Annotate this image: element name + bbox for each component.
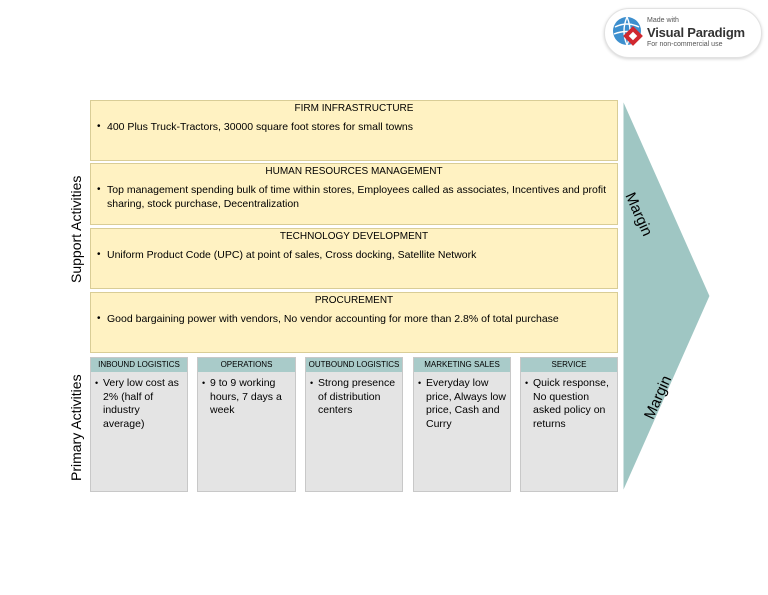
watermark-made-with: Made with xyxy=(647,17,679,24)
watermark-brand: Visual Paradigm xyxy=(647,25,745,40)
human-resources-box: HUMAN RESOURCES MANAGEMENT Top managemen… xyxy=(90,163,618,225)
procurement-box: PROCUREMENT Good bargaining power with v… xyxy=(90,292,618,353)
outbound-logistics-title: OUTBOUND LOGISTICS xyxy=(306,358,402,372)
service-item: Quick response, No question asked policy… xyxy=(525,377,613,431)
margin-arrow xyxy=(622,100,711,493)
inbound-logistics-title: INBOUND LOGISTICS xyxy=(91,358,187,372)
support-activities-label: Support Activities xyxy=(68,175,84,283)
marketing-sales-box: MARKETING SALES Everyday low price, Alwa… xyxy=(413,357,511,492)
outbound-logistics-box: OUTBOUND LOGISTICS Strong presence of di… xyxy=(305,357,403,492)
firm-infrastructure-item: 400 Plus Truck-Tractors, 30000 square fo… xyxy=(97,120,607,134)
operations-item: 9 to 9 working hours, 7 days a week xyxy=(202,377,291,418)
watermark-license: For non-commercial use xyxy=(647,41,723,48)
procurement-item: Good bargaining power with vendors, No v… xyxy=(97,312,607,326)
operations-title: OPERATIONS xyxy=(198,358,295,372)
inbound-logistics-item: Very low cost as 2% (half of industry av… xyxy=(95,377,183,431)
operations-box: OPERATIONS 9 to 9 working hours, 7 days … xyxy=(197,357,296,492)
service-title: SERVICE xyxy=(521,358,617,372)
outbound-logistics-item: Strong presence of distribution centers xyxy=(310,377,398,418)
primary-activities-label: Primary Activities xyxy=(68,374,84,481)
firm-infrastructure-box: FIRM INFRASTRUCTURE 400 Plus Truck-Tract… xyxy=(90,100,618,161)
inbound-logistics-box: INBOUND LOGISTICS Very low cost as 2% (h… xyxy=(90,357,188,492)
visual-paradigm-watermark: Made with Visual Paradigm For non-commer… xyxy=(604,8,762,58)
service-box: SERVICE Quick response, No question aske… xyxy=(520,357,618,492)
human-resources-item: Top management spending bulk of time wit… xyxy=(97,183,607,211)
marketing-sales-title: MARKETING SALES xyxy=(414,358,510,372)
firm-infrastructure-title: FIRM INFRASTRUCTURE xyxy=(294,103,414,114)
marketing-sales-item: Everyday low price, Always low price, Ca… xyxy=(418,377,506,431)
technology-development-title: TECHNOLOGY DEVELOPMENT xyxy=(279,231,429,242)
technology-development-box: TECHNOLOGY DEVELOPMENT Uniform Product C… xyxy=(90,228,618,289)
human-resources-title: HUMAN RESOURCES MANAGEMENT xyxy=(265,166,443,177)
technology-development-item: Uniform Product Code (UPC) at point of s… xyxy=(97,248,607,262)
procurement-title: PROCUREMENT xyxy=(314,295,394,306)
visual-paradigm-logo-icon xyxy=(613,16,643,46)
